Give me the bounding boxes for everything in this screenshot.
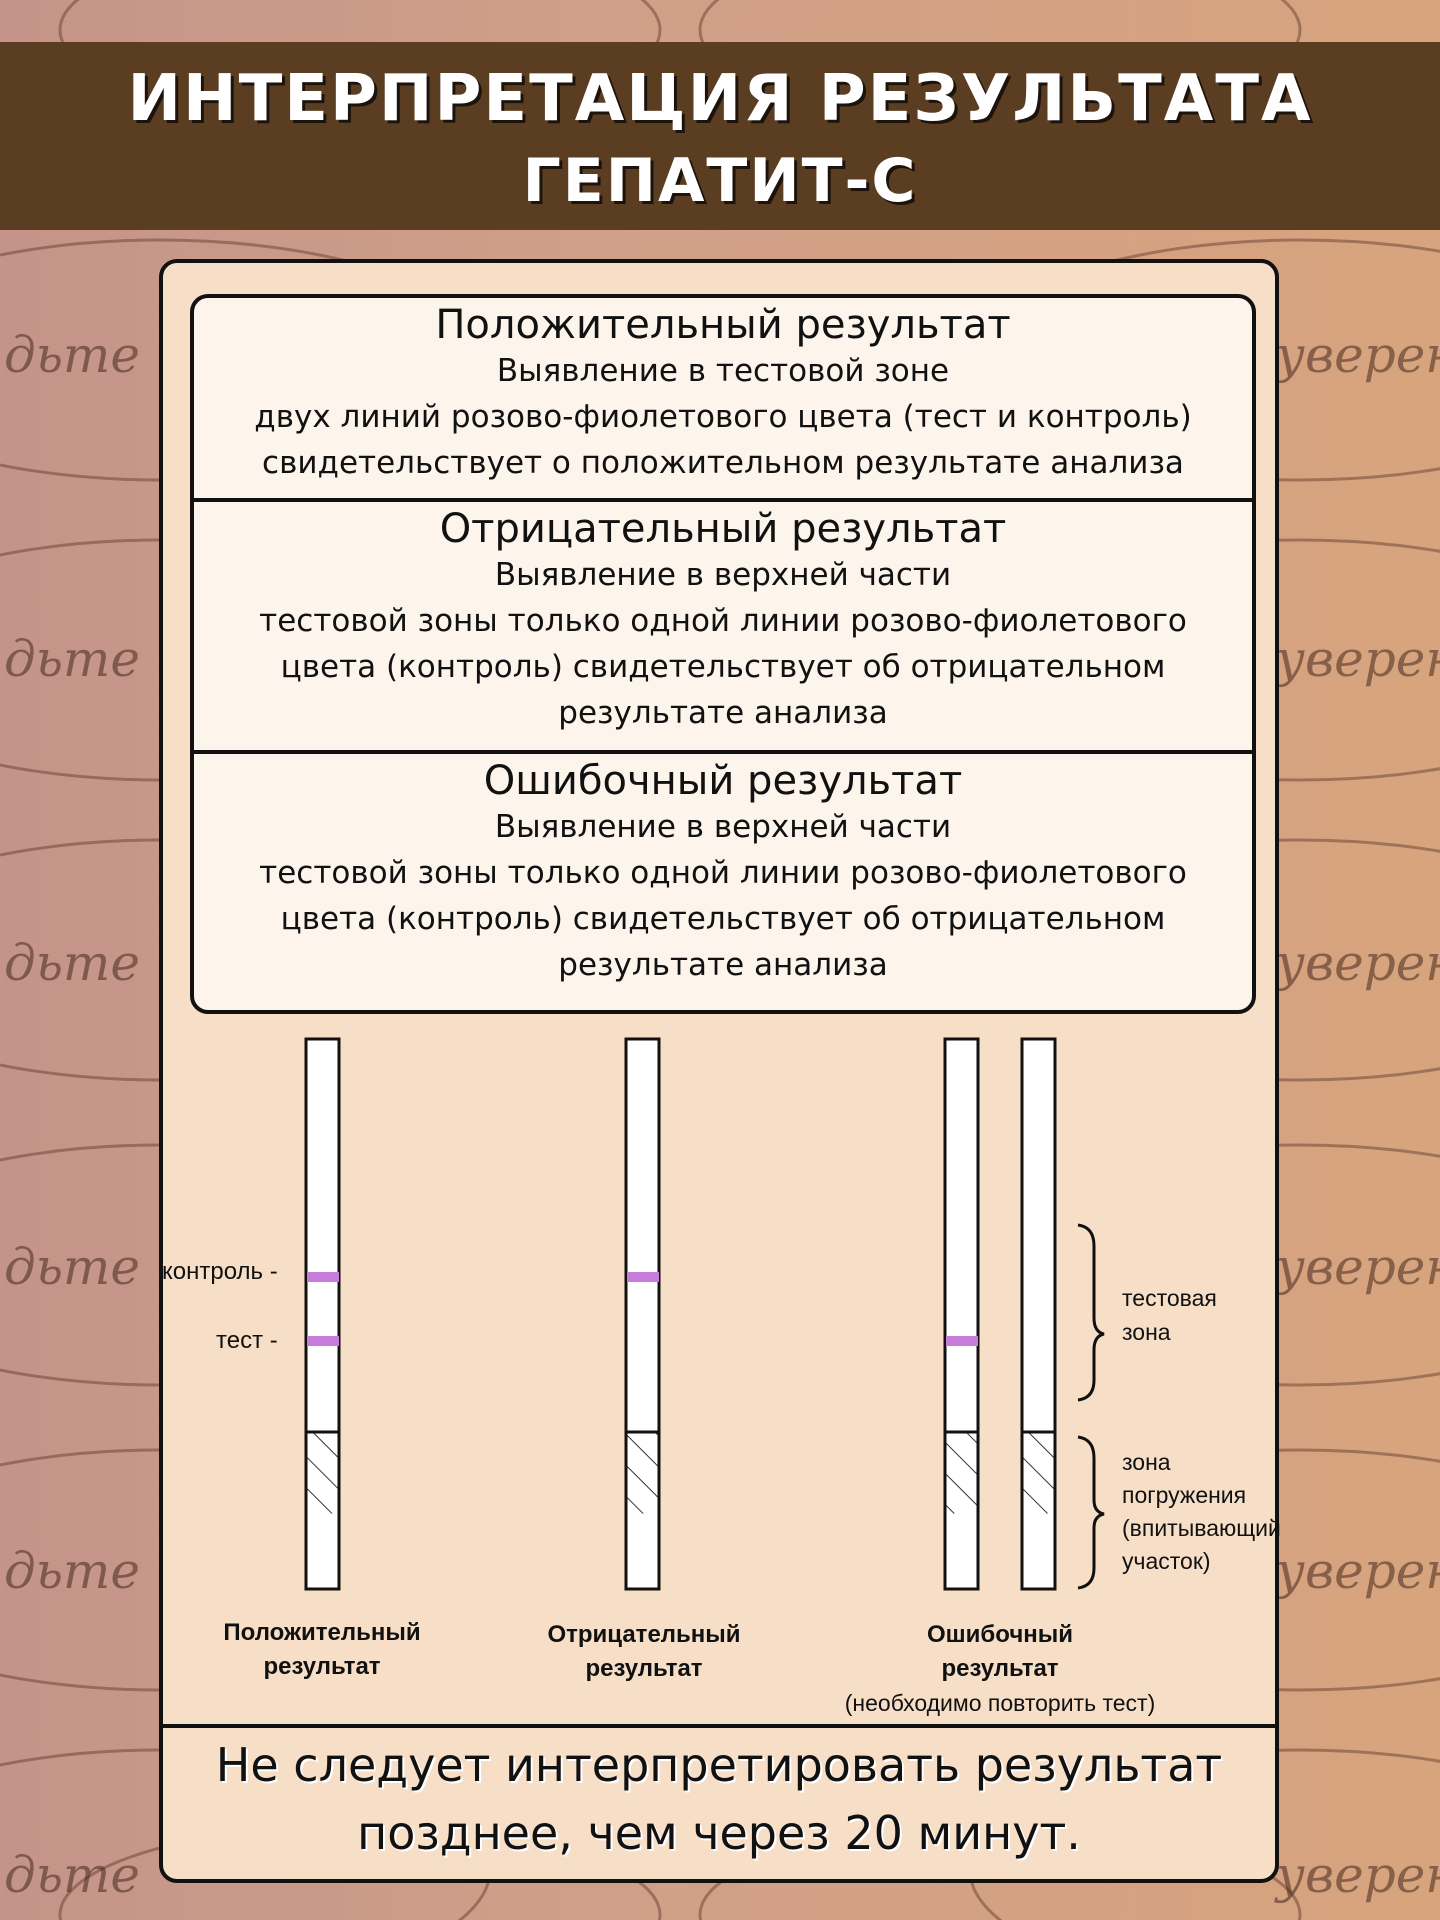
error-section: Ошибочный результат Выявление в верхней … (194, 758, 1252, 988)
section-line: тестовой зоны только одной линии розово-… (259, 855, 1187, 891)
footer-line: позднее, чем через 20 минут. (357, 1806, 1081, 1860)
negative-section: Отрицательный результат Выявление в верх… (194, 506, 1252, 736)
caption-note: (необходимо повторить тест) (844, 1690, 1156, 1716)
page-title: ИНТЕРПРЕТАЦИЯ РЕЗУЛЬТАТА (127, 62, 1313, 136)
info-box: Положительный результат Выявление в тест… (190, 294, 1256, 1014)
header-banner: ИНТЕРПРЕТАЦИЯ РЕЗУЛЬТАТА ГЕПАТИТ-С (0, 42, 1440, 230)
watermark-text: дьте (4, 1542, 140, 1600)
section-line: результате анализа (558, 947, 888, 983)
watermark-text: дьте (4, 1238, 140, 1296)
watermark-text: уверен (1276, 1238, 1440, 1296)
section-divider (194, 750, 1252, 754)
watermark-text: уверен (1276, 1542, 1440, 1600)
control-line (307, 1272, 339, 1282)
section-line: Выявление в верхней части (494, 809, 952, 845)
caption-positive: Положительный результат (223, 1619, 421, 1680)
footer-line: Не следует интерпретировать результат (215, 1738, 1223, 1792)
watermark-text: дьте (4, 934, 140, 992)
control-label: контроль - (162, 1258, 278, 1285)
test-zone-label: тестовая зона (1122, 1285, 1217, 1345)
test-strip-error-b (1020, 1037, 1057, 1591)
test-line (307, 1336, 339, 1346)
caption-negative: Отрицательный результат (547, 1621, 741, 1682)
watermark-text: уверен (1276, 630, 1440, 688)
control-line (627, 1272, 659, 1282)
section-line: цвета (контроль) свидетельствует об отри… (280, 901, 1166, 937)
section-line: двух линий розово-фиолетового цвета (тес… (254, 399, 1192, 435)
section-title: Ошибочный результат (483, 758, 963, 804)
section-title: Отрицательный результат (439, 506, 1007, 552)
section-line: свидетельствует о положительном результа… (262, 445, 1184, 481)
section-line: результате анализа (558, 695, 888, 731)
test-strip-error-a (943, 1037, 980, 1591)
section-title: Положительный результат (435, 302, 1011, 348)
immersion-zone-label: зона погружения (впитывающий участок) (1122, 1449, 1281, 1574)
test-label: тест - (216, 1327, 278, 1354)
watermark-text: дьте (4, 630, 140, 688)
watermark-text: уверен (1276, 326, 1440, 384)
watermark-text: дьте (4, 326, 140, 384)
test-strip-positive (304, 1037, 341, 1591)
section-line: Выявление в верхней части (494, 557, 952, 593)
caption-error: Ошибочный результат (необходимо повторит… (840, 1618, 1160, 1720)
page-subtitle: ГЕПАТИТ-С (522, 146, 918, 216)
watermark-text: дьте (4, 1846, 140, 1904)
watermark-text: уверен (1276, 934, 1440, 992)
watermark-text: уверен (1276, 1846, 1440, 1904)
section-divider (194, 498, 1252, 502)
footer-divider (163, 1724, 1275, 1728)
section-line: тестовой зоны только одной линии розово-… (259, 603, 1187, 639)
immersion-zone-brace (1077, 1435, 1105, 1590)
section-line: цвета (контроль) свидетельствует об отри… (280, 649, 1166, 685)
test-zone-brace (1077, 1223, 1105, 1402)
test-line (946, 1336, 978, 1346)
section-line: Выявление в тестовой зоне (496, 353, 950, 389)
positive-section: Положительный результат Выявление в тест… (194, 302, 1252, 486)
test-strip-negative (624, 1037, 661, 1591)
